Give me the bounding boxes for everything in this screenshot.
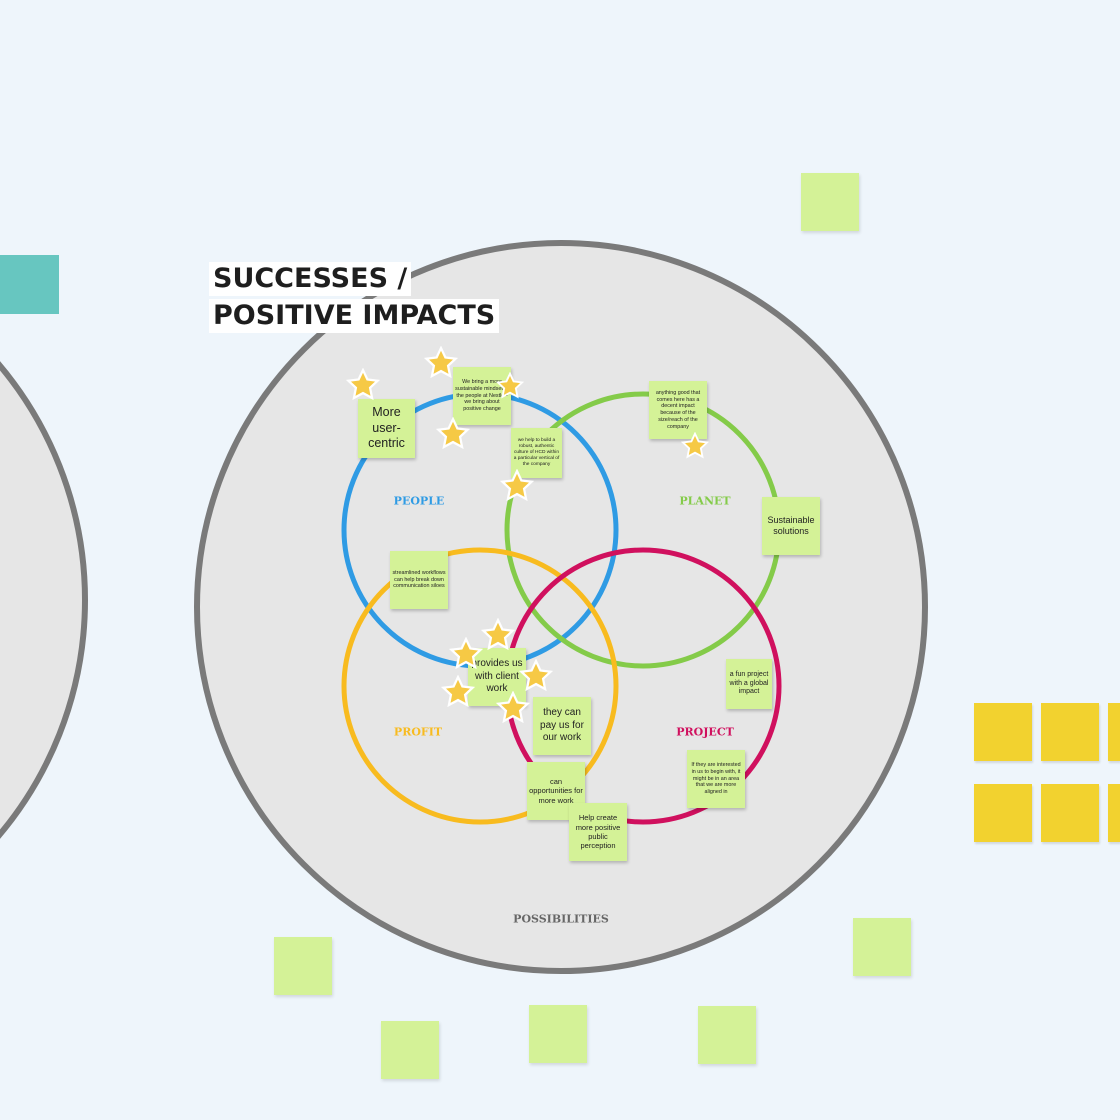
empty-sticky[interactable] xyxy=(698,1006,756,1064)
empty-sticky[interactable] xyxy=(853,918,911,976)
sticky-anything-good[interactable]: anything good that comes here has a dece… xyxy=(649,381,707,439)
teal-sticky[interactable] xyxy=(0,255,59,314)
sticky-text: can opportunities for more work xyxy=(529,776,583,805)
sticky-text: We bring a more sustainable mindset to t… xyxy=(455,379,509,413)
possibilities-circle[interactable] xyxy=(194,240,928,974)
empty-sticky[interactable] xyxy=(529,1005,587,1063)
star-icon[interactable] xyxy=(500,469,534,503)
sticky-text: streamlined workflows can help break dow… xyxy=(392,569,446,590)
star-icon[interactable] xyxy=(496,691,530,725)
star-icon[interactable] xyxy=(496,372,524,400)
sticky-text: provides us with client work xyxy=(471,658,523,695)
sticky-fun-project[interactable]: a fun project with a global impact xyxy=(726,659,772,709)
project-label: PROJECT xyxy=(676,725,734,739)
board-title-line1[interactable]: SUCCESSES / xyxy=(209,262,412,296)
sticky-user-centric[interactable]: More user-centric xyxy=(358,399,415,458)
star-icon[interactable] xyxy=(449,637,483,671)
star-icon[interactable] xyxy=(436,417,470,451)
star-icon[interactable] xyxy=(424,346,458,380)
sticky-pay-us[interactable]: they can pay us for our work xyxy=(533,697,591,755)
yellow-sticky[interactable] xyxy=(1041,784,1099,842)
yellow-sticky[interactable] xyxy=(1041,703,1099,761)
sticky-text: we help to build a robust, authentic cul… xyxy=(513,438,560,467)
star-icon[interactable] xyxy=(519,659,553,693)
board-title-line2[interactable]: POSITIVE IMPACTS xyxy=(209,299,500,333)
empty-sticky[interactable] xyxy=(274,937,332,995)
possibilities-label: POSSIBILITIES xyxy=(513,912,609,926)
sticky-text: Help create more positive public percept… xyxy=(575,813,621,851)
empty-sticky[interactable] xyxy=(381,1021,439,1079)
sticky-streamlined[interactable]: streamlined workflows can help break dow… xyxy=(390,551,448,609)
left-possibilities-circle xyxy=(0,361,88,839)
sticky-robust-culture[interactable]: we help to build a robust, authentic cul… xyxy=(511,428,562,478)
sticky-text: Sustainable solutions xyxy=(767,514,815,536)
yellow-sticky[interactable] xyxy=(1108,703,1120,761)
yellow-sticky[interactable] xyxy=(974,784,1032,842)
sticky-text: they can pay us for our work xyxy=(540,707,584,744)
sticky-interested[interactable]: If they are interested in us to begin wi… xyxy=(687,750,745,808)
yellow-sticky[interactable] xyxy=(1108,784,1120,842)
sticky-text: If they are interested in us to begin wi… xyxy=(691,762,741,796)
profit-circle[interactable] xyxy=(341,547,619,825)
yellow-sticky[interactable] xyxy=(974,703,1032,761)
sticky-perception[interactable]: Help create more positive public percept… xyxy=(569,803,627,861)
star-icon[interactable] xyxy=(481,618,515,652)
sticky-text: More user-centric xyxy=(368,405,405,451)
sticky-client-work[interactable]: provides us with client work xyxy=(468,648,526,706)
star-icon[interactable] xyxy=(441,675,475,709)
sticky-text: a fun project with a global impact xyxy=(729,670,769,696)
profit-label: PROFIT xyxy=(393,725,443,739)
star-icon[interactable] xyxy=(346,368,380,402)
star-icon[interactable] xyxy=(681,432,709,460)
sticky-text: anything good that comes here has a dece… xyxy=(655,389,701,430)
empty-sticky[interactable] xyxy=(801,173,859,231)
planet-label: PLANET xyxy=(679,494,731,508)
sticky-sustainable-mindset[interactable]: We bring a more sustainable mindset to t… xyxy=(453,367,511,425)
people-label: PEOPLE xyxy=(393,494,445,508)
sticky-sustainable-solutions[interactable]: Sustainable solutions xyxy=(762,497,820,555)
